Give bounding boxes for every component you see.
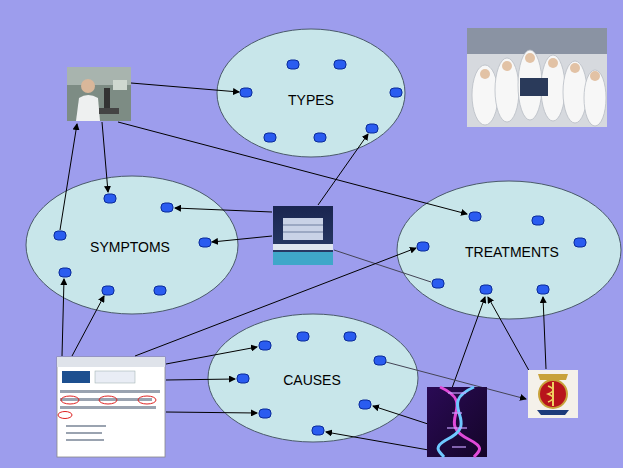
building-photo [273, 206, 333, 265]
node-label: CAUSES [283, 372, 341, 389]
dna-image [427, 387, 487, 457]
node-label: SYMPTOMS [90, 239, 170, 256]
crest-emblem [528, 370, 578, 418]
pubmed-screenshot [57, 357, 165, 457]
scientist-photo [67, 67, 131, 121]
team-photo [467, 28, 607, 127]
ellipse-node: TREATMENTS [396, 180, 622, 320]
node-label: TREATMENTS [465, 244, 559, 261]
node-label: TYPES [288, 92, 334, 109]
